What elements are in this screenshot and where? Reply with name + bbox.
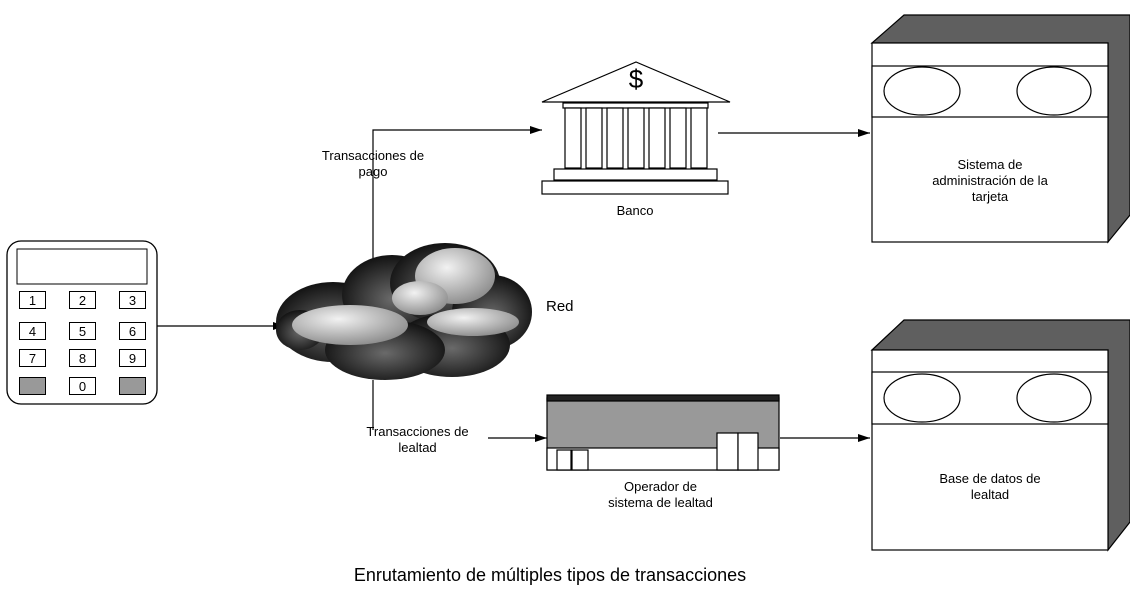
bank-column (585, 107, 603, 169)
keypad-key: 7 (19, 349, 46, 367)
keypad-key: 5 (69, 322, 96, 340)
loyalty-db-disk (883, 373, 961, 423)
bank-building (541, 61, 731, 195)
keypad-key: 0 (69, 377, 96, 395)
loyalty-operator-building (546, 394, 780, 471)
keypad-screen (16, 248, 148, 285)
payment-flow-arrow (372, 126, 542, 262)
payment-transactions-label: Transacciones de pago (321, 148, 425, 179)
keypad-key: 4 (19, 322, 46, 340)
loyalty-database-label: Base de datos de lealtad (939, 471, 1041, 502)
card-system-server (870, 14, 1130, 244)
bank-column (648, 107, 666, 169)
building-door (716, 432, 739, 471)
network-label: Red (546, 298, 574, 315)
loyalty-transactions-label: Transacciones de lealtad (366, 424, 469, 455)
loyalty-database-server (870, 319, 1130, 552)
card-system-disk (1016, 66, 1092, 116)
bank-step (553, 168, 718, 181)
card-system-disk (883, 66, 961, 116)
bank-label: Banco (616, 203, 654, 218)
building-door (737, 432, 759, 471)
loyalty-db-disk (1016, 373, 1092, 423)
keypad-key-blank (19, 377, 46, 395)
keypad-key: 1 (19, 291, 46, 309)
building-roof-strip (546, 394, 780, 402)
bank-column (627, 107, 645, 169)
diagram-caption: Enrutamiento de múltiples tipos de trans… (353, 565, 747, 585)
keypad-key: 8 (69, 349, 96, 367)
keypad-key: 9 (119, 349, 146, 367)
connectors (157, 126, 870, 442)
keypad-key: 2 (69, 291, 96, 309)
building-window (571, 449, 589, 471)
network-cloud (276, 243, 532, 380)
bank-column (669, 107, 687, 169)
keypad-key-blank (119, 377, 146, 395)
bank-roof (541, 61, 731, 103)
bank-column (564, 107, 582, 169)
keypad-key: 3 (119, 291, 146, 309)
building-window (556, 449, 572, 471)
loyalty-operator-label: Operador de sistema de lealtad (608, 479, 713, 510)
bank-column (606, 107, 624, 169)
bank-step (541, 180, 729, 195)
bank-dollar-symbol: $ (628, 64, 644, 94)
card-system-label: Sistema de administración de la tarjeta (932, 157, 1048, 204)
keypad-key: 6 (119, 322, 146, 340)
bank-column (690, 107, 708, 169)
